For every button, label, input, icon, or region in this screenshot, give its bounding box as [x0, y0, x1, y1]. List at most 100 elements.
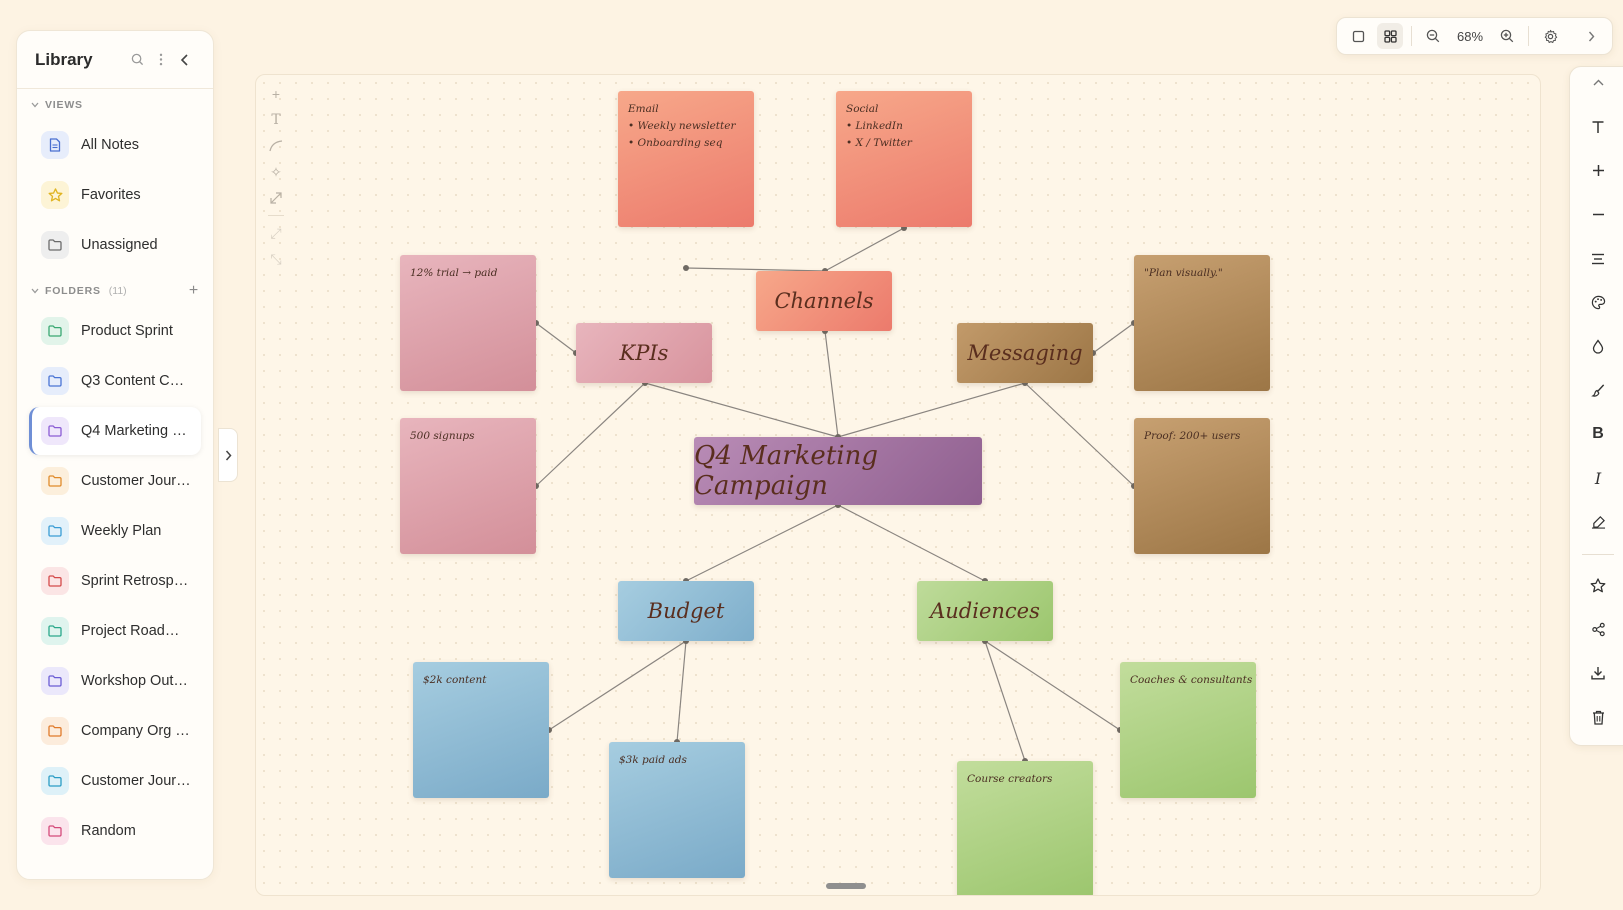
connector-line [984, 640, 1121, 731]
folder-item[interactable]: Product Sprint [29, 307, 201, 355]
palette-icon[interactable] [1582, 287, 1614, 319]
views-section-header[interactable]: VIEWS [17, 91, 213, 119]
more-vertical-icon[interactable] [151, 50, 171, 70]
folder-icon [41, 567, 69, 595]
note-text-line: Course creators [967, 773, 1053, 785]
zoom-level: 68% [1456, 28, 1484, 44]
zoom-out-button[interactable] [1420, 23, 1446, 49]
sticky-note-signups[interactable]: 500 signups [400, 418, 536, 554]
note-text-line: $3k paid ads [619, 754, 687, 766]
connector-line [685, 504, 839, 582]
folder-icon [41, 767, 69, 795]
add-node-icon[interactable] [1582, 155, 1614, 187]
connector-dot [683, 265, 689, 271]
topic-node-kpis[interactable]: KPIs [576, 323, 712, 383]
single-view-button[interactable] [1345, 23, 1371, 49]
folder-icon [41, 231, 69, 259]
chevron-up-icon[interactable] [1582, 73, 1614, 93]
collapse-icon[interactable]: ⤡ [270, 250, 282, 267]
topic-node-main[interactable]: Q4 Marketing Campaign [694, 437, 982, 505]
connector-line [535, 382, 646, 487]
folder-item[interactable]: Random [29, 807, 201, 855]
connector-line [676, 640, 687, 743]
topic-node-channels[interactable]: Channels [756, 271, 892, 331]
folder-item[interactable]: Sprint Retrospective [29, 557, 201, 605]
folder-item[interactable]: Customer Journey [29, 457, 201, 505]
views-label: VIEWS [45, 99, 83, 111]
note-text-line: Social [846, 103, 879, 115]
note-text-line: • X / Twitter [846, 137, 912, 149]
highlighter-icon[interactable] [1582, 506, 1614, 538]
expand-icon[interactable] [266, 189, 286, 207]
folders-section-header[interactable]: FOLDERS (11) + [17, 277, 213, 305]
connector-line [685, 267, 826, 272]
chevron-down-icon [31, 285, 39, 297]
zoom-in-button[interactable] [1494, 23, 1520, 49]
connector-line [837, 504, 986, 582]
topic-node-messaging[interactable]: Messaging [957, 323, 1093, 383]
sticky-note-content[interactable]: $2k content [413, 662, 549, 798]
note-text-line: $2k content [423, 674, 487, 686]
folders-count: (11) [108, 285, 127, 297]
topic-label: Budget [647, 599, 725, 623]
share-icon[interactable] [1582, 613, 1614, 645]
sticky-note-proof[interactable]: Proof: 200+ users [1134, 418, 1270, 554]
folder-item[interactable]: Company Org Chart [29, 707, 201, 755]
fit-icon[interactable]: ⤢ [270, 224, 282, 241]
horizontal-scrollbar[interactable] [826, 883, 866, 889]
search-icon[interactable] [127, 50, 147, 70]
magic-icon[interactable]: ✧ [270, 163, 282, 180]
folder-item[interactable]: Customer Journey Map [29, 757, 201, 805]
italic-icon[interactable]: I [1594, 468, 1602, 488]
topic-node-audiences[interactable]: Audiences [917, 581, 1053, 641]
add-icon[interactable]: + [271, 86, 281, 102]
bold-icon[interactable]: B [1592, 425, 1604, 443]
canvas-mini-tools: + T ✧ ⤢ ⤡ [264, 85, 288, 268]
align-icon[interactable] [1582, 243, 1614, 275]
sidebar-item-label: Unassigned [81, 237, 158, 253]
sticky-note-plan[interactable]: "Plan visually." [1134, 255, 1270, 391]
sticky-note-coaches[interactable]: Coaches & consultants [1120, 662, 1256, 798]
folder-item[interactable]: Project Roadmap [29, 607, 201, 655]
sticky-note-email[interactable]: Email• Weekly newsletter• Onboarding seq [618, 91, 754, 227]
sticky-note-social[interactable]: Social • LinkedIn • X / Twitter [836, 91, 972, 227]
chevron-down-icon [31, 99, 39, 111]
view-item[interactable]: Favorites [29, 171, 201, 219]
view-item[interactable]: All Notes [29, 121, 201, 169]
trash-icon[interactable] [1582, 701, 1614, 733]
download-icon[interactable] [1582, 657, 1614, 689]
connector-tool-icon[interactable] [266, 137, 286, 155]
text-tool-icon[interactable]: T [271, 112, 281, 128]
settings-gear-icon[interactable] [1537, 23, 1563, 49]
sidebar-item-label: Customer Journey Map [81, 773, 191, 789]
sticky-note-trial[interactable]: 12% trial → paid [400, 255, 536, 391]
grid-view-button[interactable] [1377, 23, 1403, 49]
sidebar-item-label: Q3 Content Calendar [81, 373, 191, 389]
folder-item[interactable]: Q4 Marketing Campaign [29, 407, 201, 455]
sidebar-item-label: Random [81, 823, 136, 839]
remove-node-icon[interactable] [1582, 199, 1614, 231]
brush-icon[interactable] [1582, 375, 1614, 407]
note-text-line: Coaches & consultants [1130, 674, 1253, 686]
folder-item[interactable]: Q3 Content Calendar [29, 357, 201, 405]
topic-node-budget[interactable]: Budget [618, 581, 754, 641]
add-folder-icon[interactable]: + [188, 282, 199, 299]
expand-panel-button[interactable] [218, 428, 238, 482]
note-text-line: • LinkedIn [846, 120, 903, 132]
folder-item[interactable]: Weekly Plan [29, 507, 201, 555]
star-icon[interactable] [1582, 569, 1614, 601]
sidebar-item-label: Customer Journey [81, 473, 191, 489]
sticky-note-creators[interactable]: Course creators [957, 761, 1093, 895]
sticky-note-ads[interactable]: $3k paid ads [609, 742, 745, 878]
connector-line [1092, 322, 1135, 354]
text-tool-icon[interactable] [1582, 111, 1614, 143]
connector-line [837, 382, 1026, 438]
folder-item[interactable]: Workshop Outline [29, 657, 201, 705]
note-text-line: "Plan visually." [1144, 267, 1223, 279]
drop-icon[interactable] [1582, 331, 1614, 363]
chevron-right-icon[interactable] [1578, 23, 1604, 49]
chevron-left-icon[interactable] [175, 50, 195, 70]
view-item[interactable]: Unassigned [29, 221, 201, 269]
